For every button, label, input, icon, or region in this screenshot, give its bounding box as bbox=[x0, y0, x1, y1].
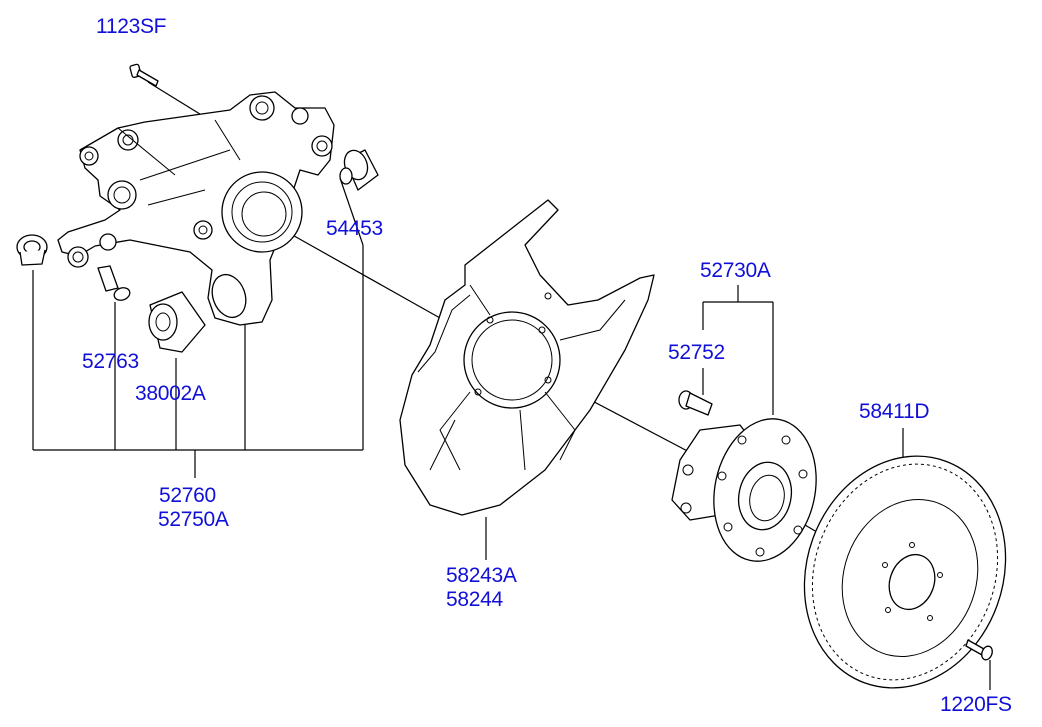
bolt-52763-icon bbox=[97, 265, 131, 301]
bushing-left-icon bbox=[16, 234, 48, 266]
bushing-38002a-icon bbox=[148, 291, 206, 353]
bushing-54453-icon bbox=[339, 149, 379, 191]
hub-bearing-icon bbox=[671, 418, 817, 562]
brake-disc-icon bbox=[803, 455, 1007, 689]
screw-1220fs-icon bbox=[965, 639, 993, 661]
part-label-1123sf[interactable]: 1123SF bbox=[96, 15, 167, 38]
part-label-38002a[interactable]: 38002A bbox=[135, 382, 206, 405]
part-label-58411d[interactable]: 58411D bbox=[859, 400, 930, 423]
part-label-52730a[interactable]: 52730A bbox=[700, 259, 771, 282]
part-label-52760[interactable]: 52760 bbox=[159, 484, 216, 507]
part-label-52752[interactable]: 52752 bbox=[668, 341, 725, 364]
bolt-1123sf-icon bbox=[129, 63, 159, 87]
dust-shield-icon bbox=[399, 199, 655, 516]
bolt-52752-icon bbox=[678, 390, 713, 416]
part-label-52750a[interactable]: 52750A bbox=[158, 508, 229, 531]
part-label-58244[interactable]: 58244 bbox=[446, 588, 503, 611]
part-label-58243a[interactable]: 58243A bbox=[446, 564, 517, 587]
part-label-52763[interactable]: 52763 bbox=[82, 350, 139, 373]
part-label-1220fs[interactable]: 1220FS bbox=[940, 693, 1012, 716]
knuckle-icon bbox=[57, 91, 335, 326]
part-label-54453[interactable]: 54453 bbox=[326, 217, 383, 240]
